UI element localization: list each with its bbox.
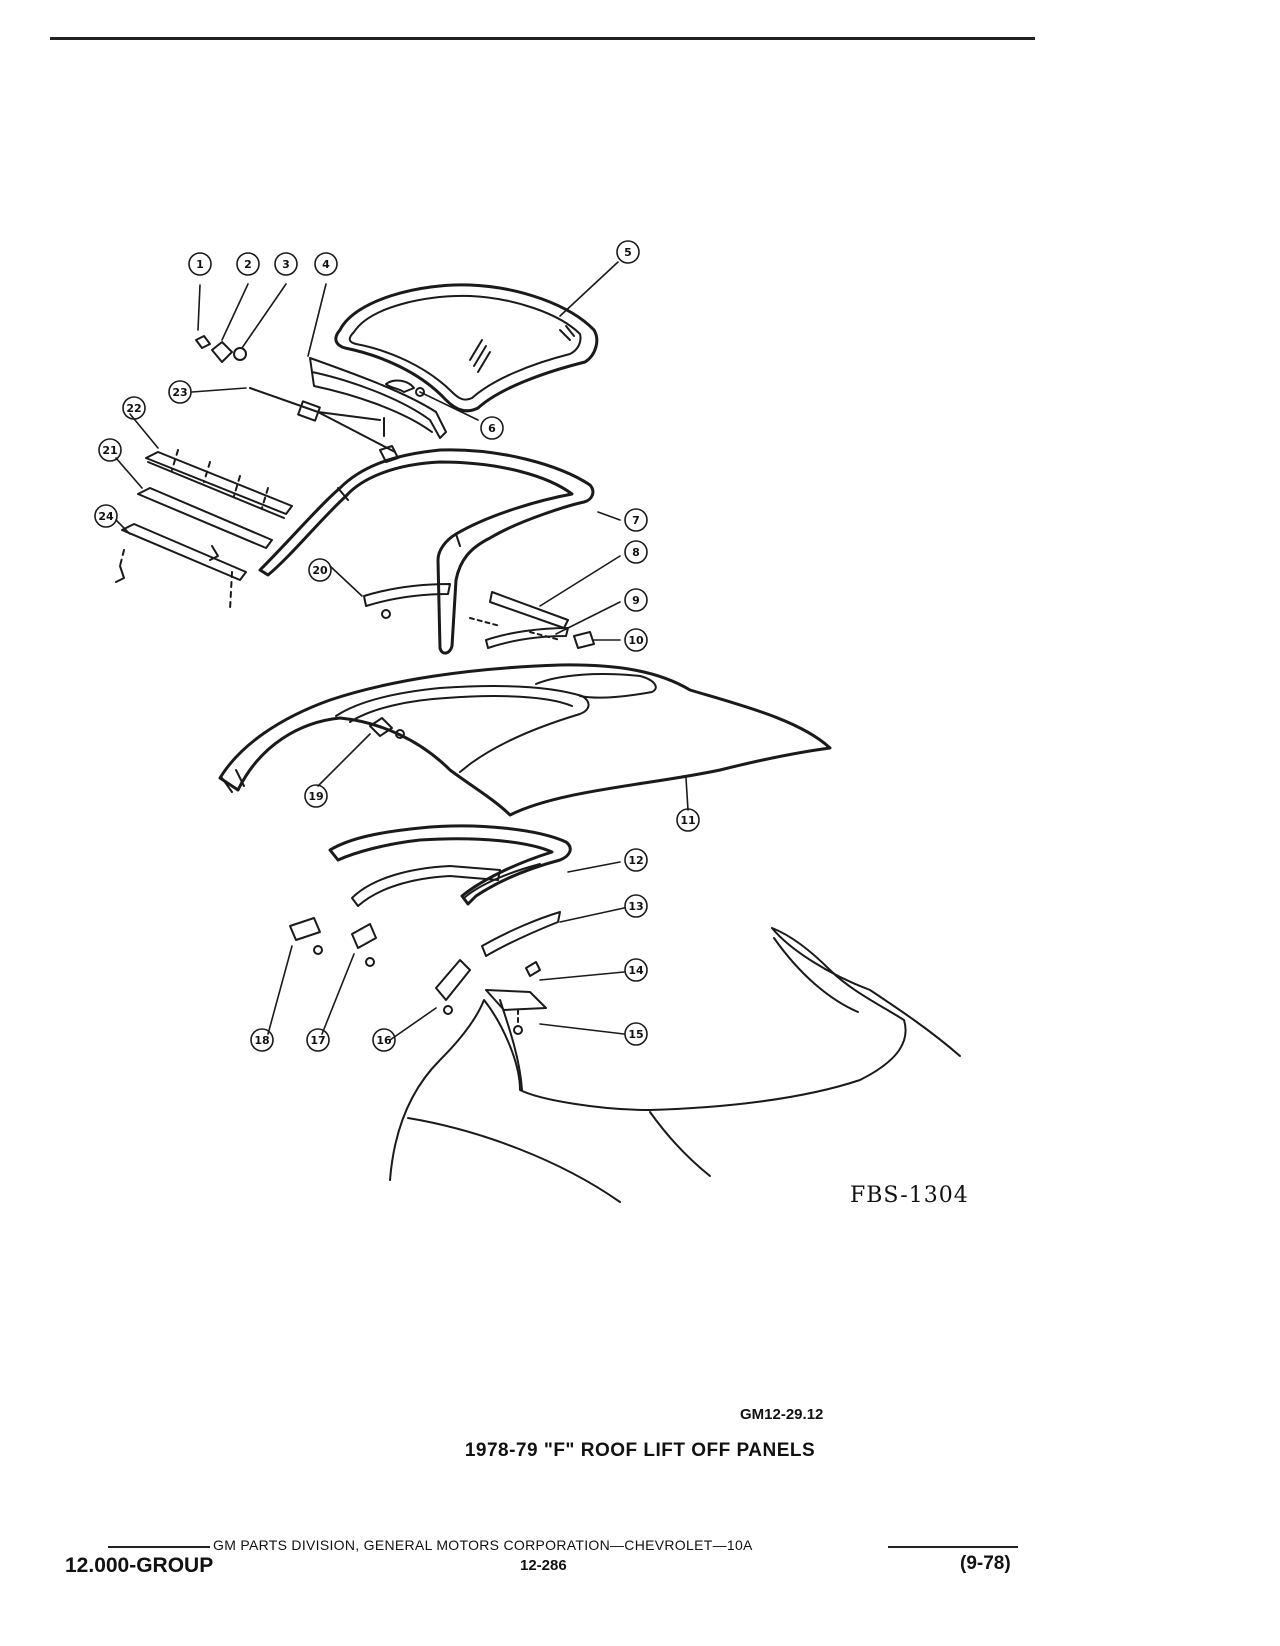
footer-rule-left (108, 1546, 210, 1548)
callout-label: 1 (196, 258, 204, 271)
callout-label: 8 (632, 546, 640, 559)
latch-rod-assembly (195, 335, 399, 463)
callout-label: 14 (628, 964, 644, 977)
latch-handle (385, 379, 425, 397)
figure-title: 1978-79 "F" ROOF LIFT OFF PANELS (464, 1440, 816, 1461)
callout-label: 11 (680, 814, 695, 827)
callout-label: 21 (102, 444, 117, 457)
footer-group: 12.000-GROUP (65, 1554, 214, 1577)
top-rule (50, 37, 1035, 40)
roof-clip (369, 717, 405, 739)
lower-side-rail (351, 865, 561, 957)
side-rails (363, 583, 595, 649)
callout-label: 12 (628, 854, 643, 867)
glass-roof-panel (334, 283, 599, 413)
callout-label: 4 (322, 258, 330, 271)
header-rail (309, 357, 447, 439)
roof-weatherstrip-frame (258, 448, 595, 655)
car-body-outline (389, 927, 961, 1203)
callout-label: 18 (254, 1034, 269, 1047)
mounting-brackets (289, 917, 547, 1035)
callout-label: 15 (628, 1028, 643, 1041)
footer-date: (9-78) (960, 1553, 1011, 1574)
callout-label: 2 (244, 258, 252, 271)
footer-rule-right (888, 1546, 1018, 1548)
weatherstrip-retainers (115, 449, 293, 611)
callout-label: 23 (172, 386, 187, 399)
callout-label: 9 (632, 594, 640, 607)
figure-reference: FBS-1304 (850, 1183, 969, 1208)
footer-publisher: GM PARTS DIVISION, GENERAL MOTORS CORPOR… (213, 1537, 753, 1553)
callout-label: 10 (628, 634, 644, 647)
callout-numbers: 1 2 3 4 5 6 7 8 9 10 11 12 13 14 15 16 1… (98, 246, 695, 1047)
callout-leaders (94, 240, 700, 1052)
lower-weatherstrip (328, 824, 572, 906)
callout-label: 22 (126, 402, 141, 415)
callout-label: 5 (624, 246, 632, 259)
footer-page-number: 12-286 (520, 1557, 567, 1574)
callout-label: 20 (312, 564, 328, 577)
callout-label: 17 (310, 1034, 325, 1047)
callout-label: 16 (376, 1034, 392, 1047)
callout-label: 7 (632, 514, 640, 527)
roof-body-panel (218, 663, 832, 817)
callout-label: 6 (488, 422, 496, 435)
callout-label: 19 (308, 790, 323, 803)
callout-label: 13 (628, 900, 643, 913)
callout-label: 24 (98, 510, 114, 523)
figure-code: GM12-29.12 (740, 1406, 824, 1423)
callout-label: 3 (282, 258, 290, 271)
